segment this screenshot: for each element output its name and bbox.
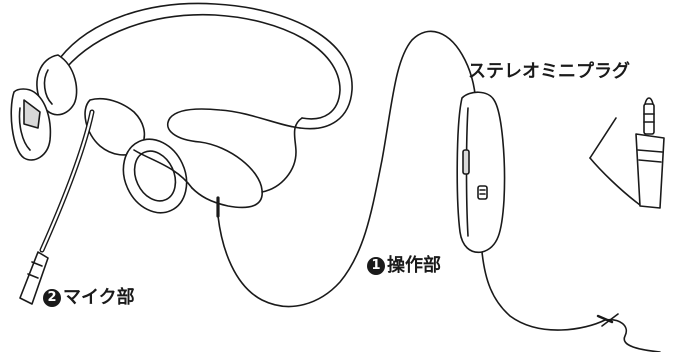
- stereo-mini-plug: [635, 97, 665, 209]
- mic-boom: [19, 109, 95, 305]
- number-badge-2: 2: [43, 289, 61, 307]
- stereo-mini-plug-label: ステレオミニプラグ: [468, 63, 630, 81]
- right-earpiece: [84, 97, 303, 214]
- stereo-mini-plug-text: ステレオミニプラグ: [468, 61, 630, 82]
- control-unit-text: 操作部: [387, 255, 441, 276]
- left-earpiece: [10, 54, 78, 161]
- control-unit: [456, 91, 506, 254]
- cable-lower: [481, 251, 661, 352]
- cable-main: [216, 30, 477, 308]
- number-badge-1: 1: [367, 257, 385, 275]
- neckband: [59, 2, 353, 130]
- cable-to-plug: [589, 117, 641, 206]
- mic-text: マイク部: [63, 287, 135, 308]
